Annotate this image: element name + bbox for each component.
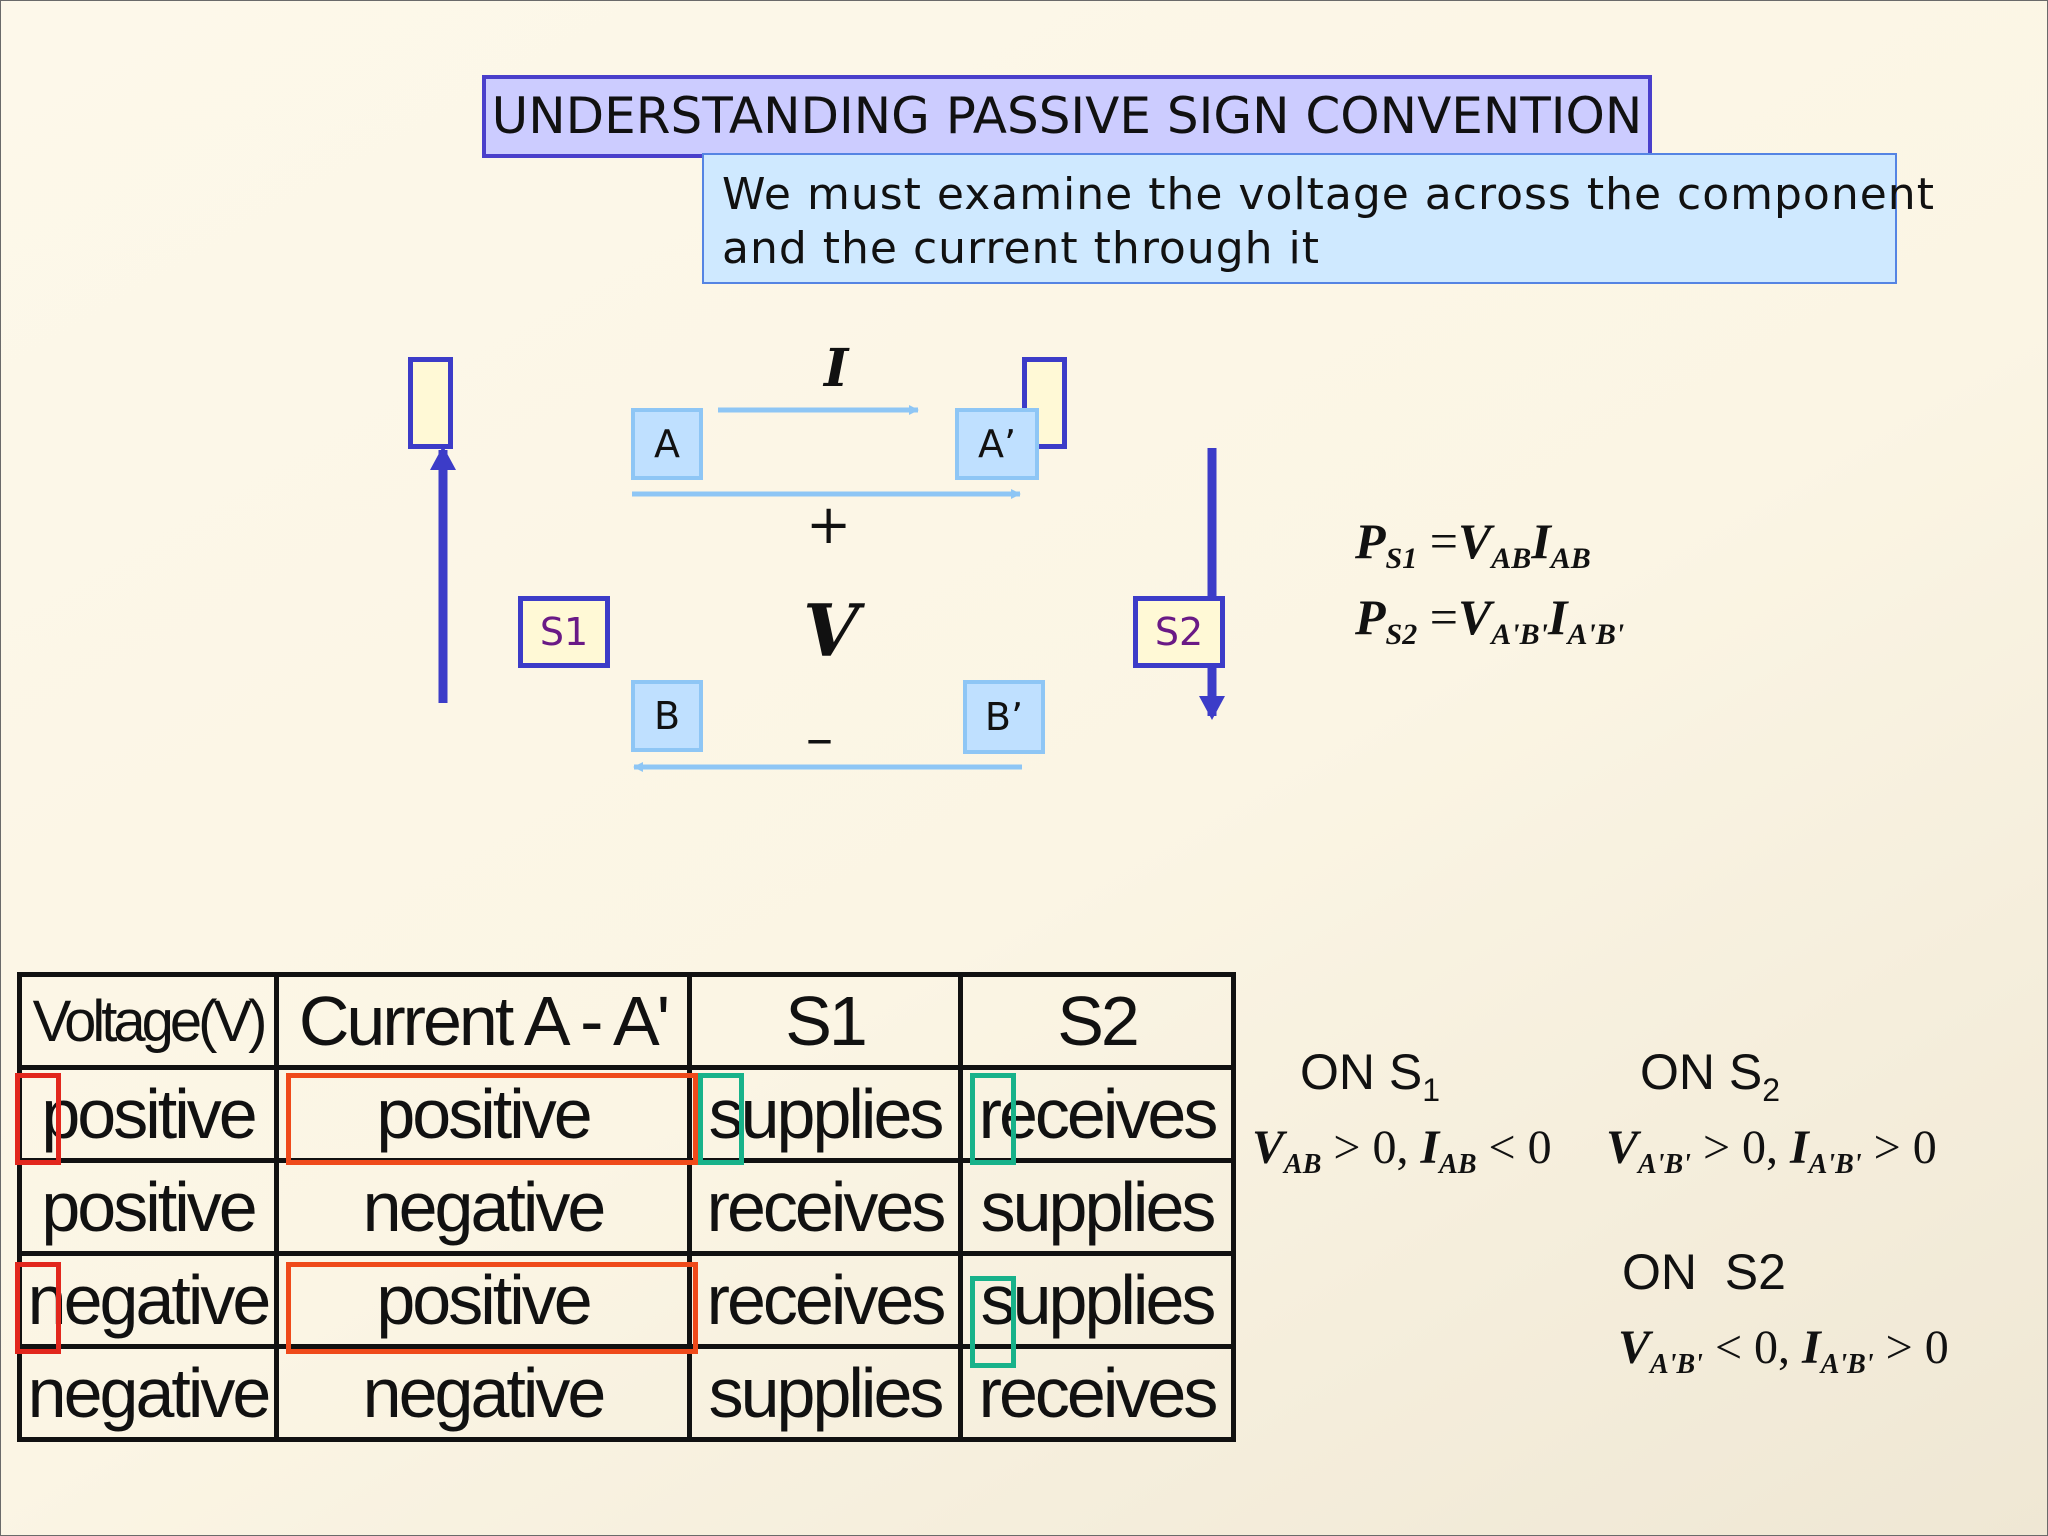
- table-row: positive negative receives supplies: [17, 1158, 1236, 1256]
- terminal-b: B: [631, 680, 703, 752]
- on-s2-negative-label: ON S2: [1622, 1244, 1786, 1300]
- plus-sign: +: [806, 493, 852, 556]
- header-s1: S1: [687, 972, 963, 1070]
- on-s2-condition: VA'B' > 0, IA'B' > 0: [1606, 1121, 1937, 1180]
- on-s2-label: ON S2: [1640, 1044, 1781, 1108]
- on-s2-negative-condition: VA'B' < 0, IA'B' > 0: [1618, 1321, 1949, 1380]
- on-s1-label: ON S1: [1300, 1044, 1441, 1108]
- cell-current: negative: [274, 1158, 692, 1256]
- voltage-symbol: V: [803, 588, 859, 673]
- subtitle-line-1: We must examine the voltage across the c…: [722, 169, 1935, 220]
- cell-current: positive: [274, 1065, 692, 1163]
- power-equation-s2: PS2 =VA'B'IA'B': [1355, 589, 1625, 651]
- minus-sign: –: [806, 706, 833, 769]
- cell-voltage: positive: [17, 1158, 279, 1256]
- terminal-a: A: [631, 408, 703, 480]
- current-symbol: I: [824, 338, 849, 399]
- table-header-row: Voltage(V) Current A - A' S1 S2: [17, 972, 1236, 1070]
- cell-voltage: negative: [17, 1251, 279, 1349]
- terminal-a-prime: A’: [955, 408, 1039, 480]
- header-current: Current A - A': [274, 972, 692, 1070]
- source-s2: S2: [1133, 596, 1225, 668]
- cell-current: positive: [274, 1251, 692, 1349]
- power-equation-s1: PS1 =VABIAB: [1355, 513, 1591, 575]
- cell-s2: supplies: [958, 1251, 1236, 1349]
- cell-s1: supplies: [687, 1065, 963, 1163]
- subtitle-line-2: and the current through it: [722, 223, 1321, 274]
- cell-s2: receives: [958, 1344, 1236, 1442]
- cell-s1: receives: [687, 1158, 963, 1256]
- header-s2: S2: [958, 972, 1236, 1070]
- source-s1: S1: [518, 596, 610, 668]
- table-row: negative negative supplies receives: [17, 1344, 1236, 1442]
- cell-s2: receives: [958, 1065, 1236, 1163]
- sign-convention-table: Voltage(V) Current A - A' S1 S2 positive…: [17, 972, 1236, 1442]
- table-row: negative positive receives supplies: [17, 1251, 1236, 1349]
- header-voltage: Voltage(V): [17, 972, 279, 1070]
- cell-s1: receives: [687, 1251, 963, 1349]
- subtitle-box: We must examine the voltage across the c…: [702, 153, 1935, 284]
- terminal-b-prime: B’: [963, 680, 1045, 754]
- cell-s1: supplies: [687, 1344, 963, 1442]
- cell-voltage: negative: [17, 1344, 279, 1442]
- table-row: positive positive supplies receives: [17, 1065, 1236, 1163]
- cell-voltage: positive: [17, 1065, 279, 1163]
- on-s1-condition: VAB > 0, IAB < 0: [1252, 1121, 1552, 1180]
- cell-current: negative: [274, 1344, 692, 1442]
- s1-terminal-pin: [408, 357, 453, 449]
- cell-s2: supplies: [958, 1158, 1236, 1256]
